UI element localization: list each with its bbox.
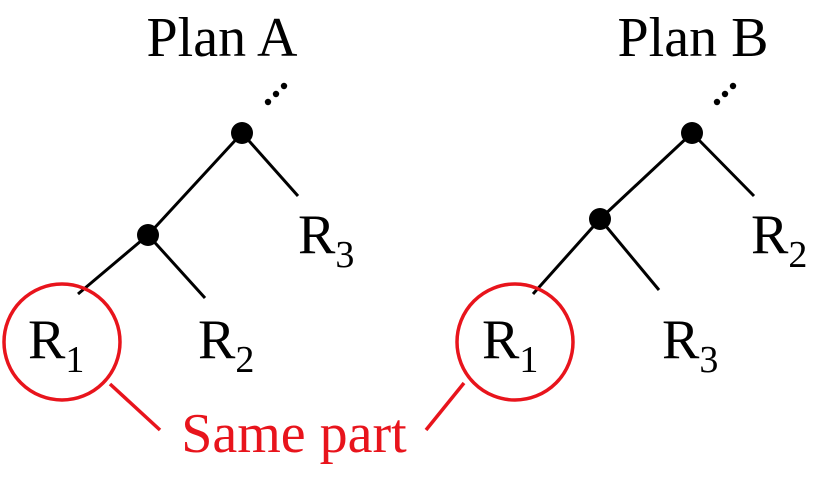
plan-a-title: Plan A (147, 7, 298, 69)
plan-b-leaf-r1: R1 (482, 309, 538, 381)
leaf-name: R (298, 204, 336, 266)
annotation-connector-right (424, 381, 466, 432)
plan-b-edge-root-join (598, 131, 694, 221)
plan-a-root-node (231, 122, 253, 144)
plan-b-ellipsis (713, 82, 737, 106)
leaf-subscript: 1 (519, 339, 538, 381)
leaf-name: R (198, 309, 236, 371)
leaf-subscript: 2 (788, 234, 807, 276)
plan-b-edge-root-r2 (690, 131, 756, 198)
plan-b-join-node (589, 208, 611, 230)
plan-a-edge-join-r1 (77, 233, 149, 296)
annotation-connector-left (108, 382, 162, 432)
plan-a-edge-root-join (146, 131, 244, 237)
plan-b-leaf-r2: R2 (751, 204, 807, 276)
plan-b-leaf-r3: R3 (662, 309, 718, 381)
leaf-subscript: 3 (699, 339, 718, 381)
plan-b-title: Plan B (618, 7, 769, 69)
leaf-name: R (28, 309, 66, 371)
leaf-name: R (662, 309, 700, 371)
plan-b-r1-highlight-circle (455, 282, 575, 402)
leaf-subscript: 2 (235, 339, 254, 381)
plan-a-join-node (137, 224, 159, 246)
plan-b-edge-join-r3 (598, 218, 661, 291)
plan-b-root-node (681, 122, 703, 144)
plan-a-leaf-r2: R2 (198, 309, 254, 381)
leaf-name: R (482, 309, 520, 371)
plan-a-ellipsis (264, 82, 288, 106)
plan-b-edge-join-r1 (531, 218, 602, 295)
leaf-name: R (751, 204, 789, 266)
plan-a-edge-join-r2 (146, 233, 207, 300)
leaf-subscript: 3 (335, 234, 354, 276)
leaf-subscript: 1 (65, 339, 84, 381)
same-part-label: Same part (181, 403, 407, 465)
plan-a-edge-root-r3 (240, 132, 300, 197)
plan-a-leaf-r3: R3 (298, 204, 354, 276)
plan-a-leaf-r1: R1 (28, 309, 84, 381)
plan-a-r1-highlight-circle (2, 282, 122, 402)
